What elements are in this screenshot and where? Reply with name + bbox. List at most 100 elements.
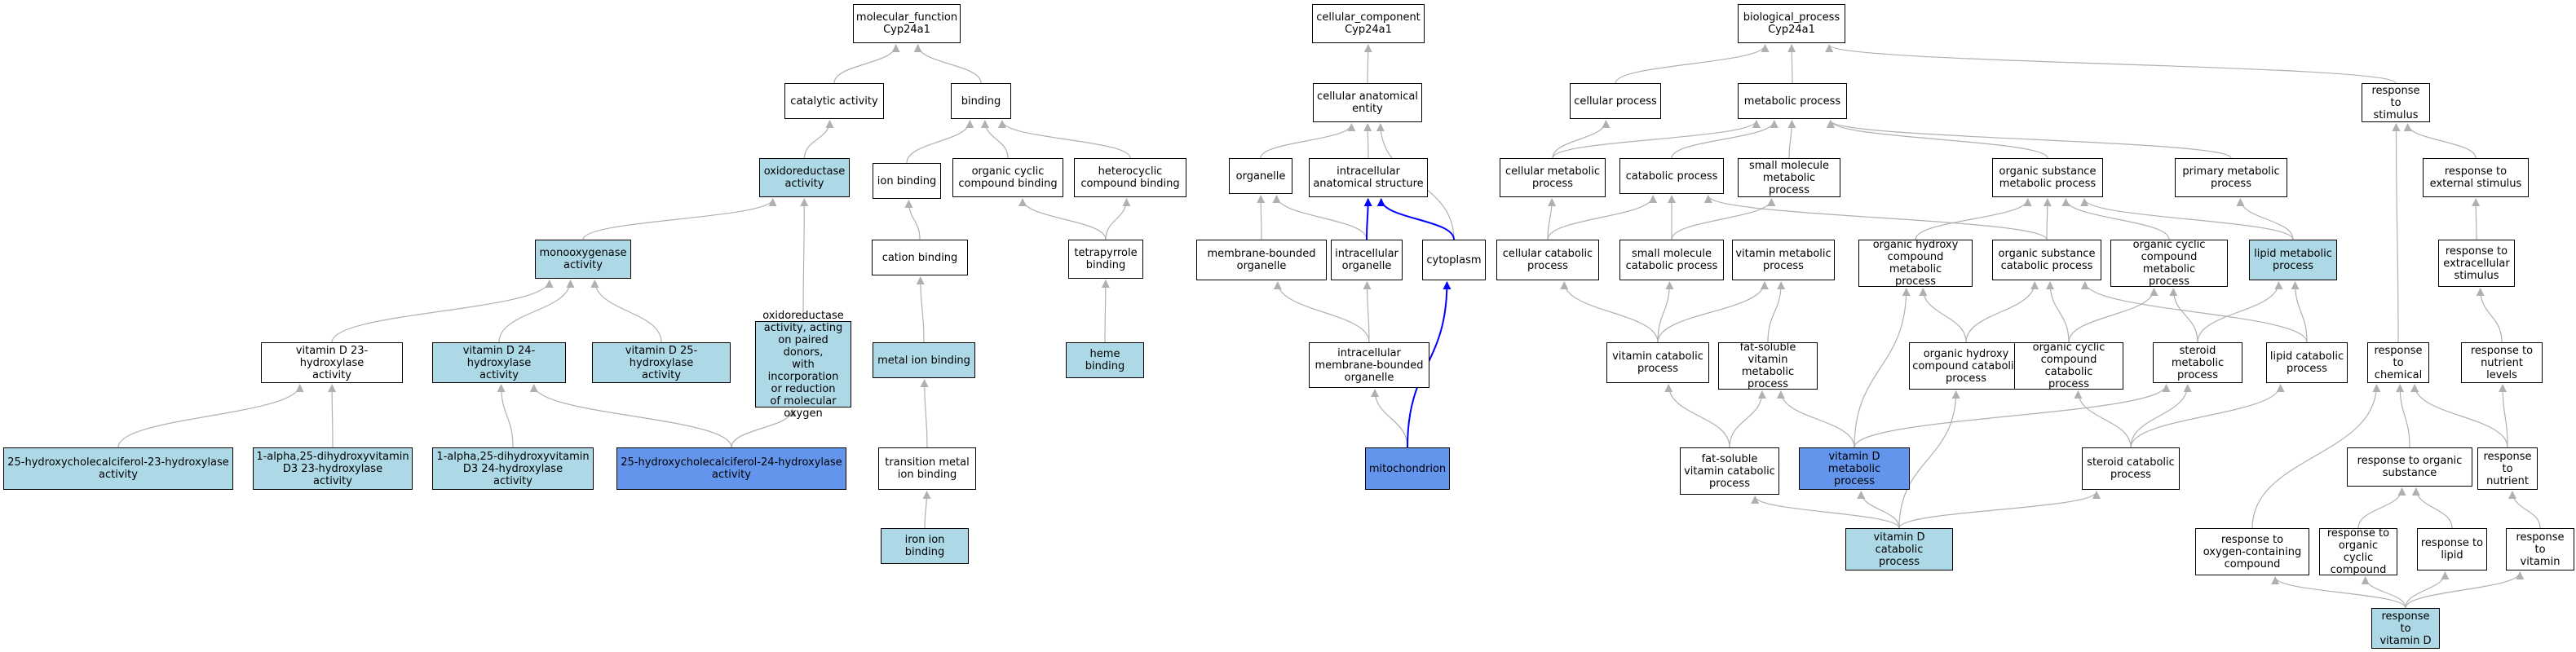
go-term-node[interactable]: fat-soluble vitamin metabolic process: [1718, 341, 1818, 390]
go-term-node[interactable]: vitamin D catabolic process: [1845, 528, 1953, 570]
is-a-edge: [2405, 571, 2525, 609]
go-term-node[interactable]: small molecule metabolic process: [1738, 158, 1840, 197]
go-term-node[interactable]: transition metal ion binding: [878, 447, 976, 490]
go-term-node[interactable]: heme binding: [1066, 342, 1144, 378]
go-term-node[interactable]: response to oxygen-containing compound: [2195, 528, 2309, 575]
go-term-node[interactable]: 1-alpha,25-dihydroxyvitamin D3 23-hydrox…: [253, 447, 413, 490]
go-term-node[interactable]: iron ion binding: [881, 528, 969, 564]
go-term-node[interactable]: mitochondrion: [1365, 447, 1450, 490]
is-a-edge: [803, 120, 834, 159]
go-term-node[interactable]: intracellular membrane-bounded organelle: [1309, 342, 1429, 388]
go-term-node[interactable]: cellular_component Cyp24a1: [1312, 4, 1425, 43]
is-a-edge: [833, 44, 900, 84]
go-term-node[interactable]: molecular_function Cyp24a1: [853, 4, 961, 43]
is-a-edge: [906, 120, 974, 164]
go-term-node[interactable]: vitamin catabolic process: [1606, 342, 1709, 383]
go-term-node[interactable]: organelle: [1229, 158, 1292, 194]
is-a-edge: [2291, 281, 2308, 343]
is-a-edge: [2403, 123, 2477, 159]
go-term-node[interactable]: response to extracellular stimulus: [2438, 240, 2515, 287]
go-term-node[interactable]: cellular process: [1570, 83, 1661, 119]
go-term-node[interactable]: oxidoreductase activity, acting on paire…: [755, 310, 851, 420]
is-a-edge: [1827, 120, 2232, 159]
is-a-edge: [1751, 496, 1900, 529]
go-term-node[interactable]: binding: [951, 83, 1011, 119]
go-term-node[interactable]: cellular metabolic process: [1500, 158, 1606, 197]
go-term-node[interactable]: lipid catabolic process: [2266, 342, 2348, 383]
go-term-node[interactable]: response to chemical: [2367, 342, 2429, 383]
is-a-edge: [1898, 491, 2101, 529]
go-term-node[interactable]: steroid metabolic process: [2153, 342, 2242, 383]
go-term-node[interactable]: cytoplasm: [1422, 240, 1486, 280]
go-term-node[interactable]: fat-soluble vitamin catabolic process: [1680, 447, 1779, 495]
is-a-edge: [1371, 389, 1408, 448]
go-term-node[interactable]: vitamin metabolic process: [1732, 240, 1835, 280]
go-term-node[interactable]: ion binding: [873, 163, 941, 199]
is-a-edge: [529, 384, 732, 448]
go-term-node[interactable]: biological_process Cyp24a1: [1738, 4, 1845, 43]
is-a-edge: [1919, 288, 1967, 343]
is-a-edge: [1547, 198, 1557, 240]
is-a-edge: [498, 280, 575, 343]
go-term-node[interactable]: organic substance catabolic process: [1992, 240, 2101, 280]
go-term-node[interactable]: heterocyclic compound binding: [1074, 158, 1186, 197]
go-term-node[interactable]: organic hydroxy compound catabolic proce…: [1909, 342, 2023, 390]
is-a-edge: [2271, 576, 2406, 609]
go-term-node[interactable]: catabolic process: [1619, 158, 1724, 194]
go-term-node[interactable]: monooxygenase activity: [535, 240, 631, 279]
go-term-node[interactable]: membrane-bounded organelle: [1196, 240, 1327, 280]
go-term-node[interactable]: primary metabolic process: [2175, 158, 2287, 197]
go-term-node[interactable]: response to organic substance: [2347, 447, 2472, 487]
go-term-node[interactable]: cation binding: [872, 240, 968, 275]
go-term-node[interactable]: response to vitamin D: [2371, 608, 2440, 649]
is-a-edge: [117, 384, 304, 448]
go-term-node[interactable]: organic cyclic compound catabolic proces…: [2014, 341, 2123, 390]
go-term-node[interactable]: 25-hydroxycholecalciferol-24-hydroxylase…: [616, 447, 846, 490]
go-term-node[interactable]: steroid catabolic process: [2082, 447, 2180, 490]
is-a-edge: [2074, 390, 2132, 448]
go-term-node[interactable]: metal ion binding: [873, 342, 975, 378]
is-a-edge: [2499, 384, 2508, 448]
go-term-node[interactable]: 1-alpha,25-dihydroxyvitamin D3 24-hydrox…: [432, 447, 594, 490]
go-term-node[interactable]: response to lipid: [2417, 528, 2487, 570]
go-term-node[interactable]: response to external stimulus: [2423, 158, 2529, 197]
is-a-edge: [2410, 384, 2508, 448]
go-term-node[interactable]: catalytic activity: [784, 83, 884, 119]
is-a-edge: [2061, 198, 2170, 240]
is-a-edge: [2476, 288, 2503, 343]
go-term-node[interactable]: oxidoreductase activity: [759, 158, 850, 197]
go-term-node[interactable]: organic substance metabolic process: [1992, 158, 2103, 197]
go-term-node[interactable]: intracellular organelle: [1331, 240, 1403, 280]
go-term-node[interactable]: 25-hydroxycholecalciferol-23-hydroxylase…: [3, 447, 233, 490]
is-a-edge: [1363, 281, 1372, 343]
is-a-edge: [2043, 198, 2052, 240]
is-a-edge: [1615, 44, 1770, 84]
is-a-edge: [2405, 571, 2450, 609]
is-a-edge: [1657, 281, 1769, 343]
go-term-node[interactable]: response to vitamin: [2506, 528, 2574, 570]
is-a-edge: [2472, 198, 2481, 240]
go-term-node[interactable]: vitamin D 24-hydroxylase activity: [432, 342, 566, 383]
go-term-node[interactable]: cellular catabolic process: [1496, 240, 1599, 280]
is-a-edge: [1547, 195, 1658, 240]
is-a-edge: [1664, 384, 1730, 448]
go-term-node[interactable]: organic cyclic compound binding: [952, 158, 1063, 197]
is-a-edge: [2130, 384, 2192, 448]
go-term-node[interactable]: response to nutrient: [2477, 447, 2538, 490]
go-term-node[interactable]: metabolic process: [1738, 83, 1847, 119]
go-term-node[interactable]: response to nutrient levels: [2461, 342, 2543, 383]
go-term-node[interactable]: response to stimulus: [2362, 83, 2430, 122]
go-term-node[interactable]: organic hydroxy compound metabolic proce…: [1858, 239, 1973, 288]
go-term-node[interactable]: organic cyclic compound metabolic proces…: [2110, 239, 2228, 288]
go-term-node[interactable]: vitamin D metabolic process: [1799, 447, 1910, 490]
go-term-node[interactable]: tetrapyrrole binding: [1068, 240, 1143, 279]
is-a-edge: [800, 198, 809, 322]
go-term-node[interactable]: cellular anatomical entity: [1313, 83, 1422, 122]
go-term-node[interactable]: response to organic cyclic compound: [2319, 527, 2397, 576]
go-term-node[interactable]: intracellular anatomical structure: [1309, 158, 1428, 197]
go-term-node[interactable]: lipid metabolic process: [2249, 240, 2337, 280]
go-term-node[interactable]: vitamin D 23-hydroxylase activity: [261, 342, 403, 383]
go-term-node[interactable]: small molecule catabolic process: [1619, 240, 1724, 280]
go-term-node[interactable]: vitamin D 25-hydroxylase activity: [592, 342, 731, 383]
